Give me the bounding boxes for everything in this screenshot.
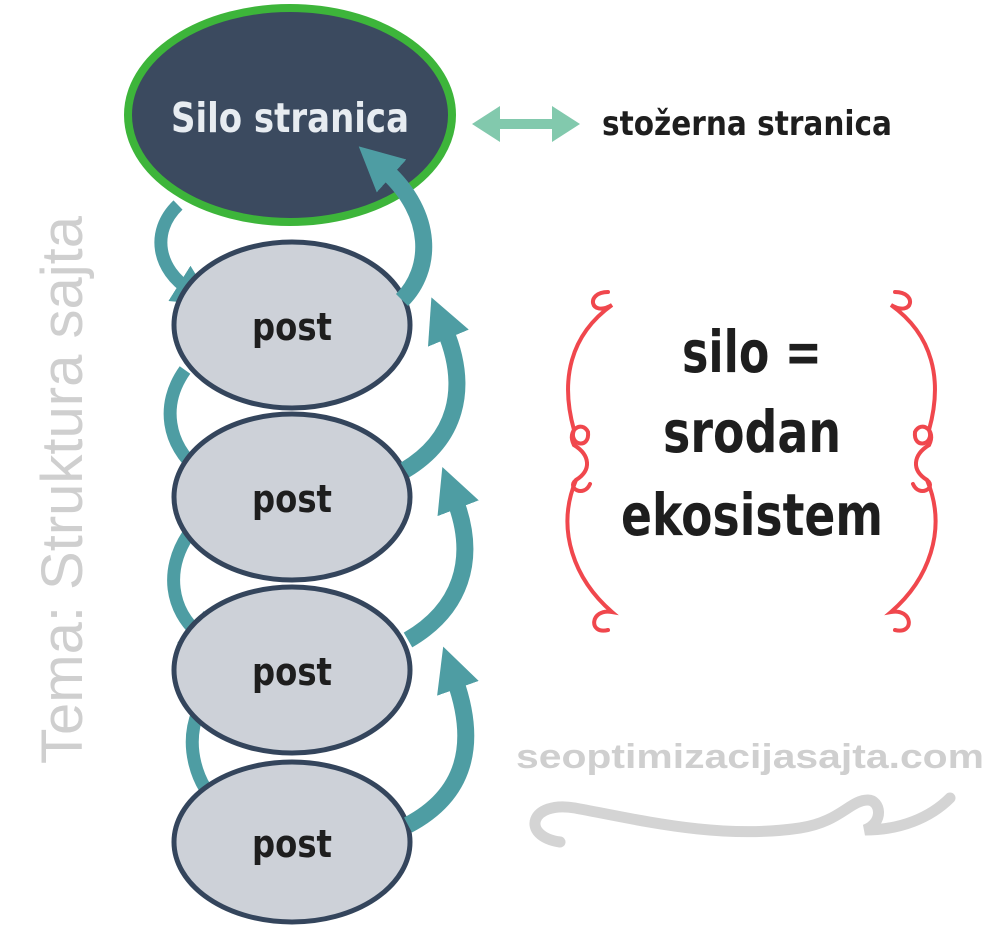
post-node: post <box>171 239 413 411</box>
double-arrow-icon <box>472 106 580 142</box>
watermark-swash <box>529 792 956 848</box>
post-label: post <box>252 650 332 694</box>
definition-line-3: ekosistem <box>621 481 883 549</box>
up-arrow-post-4-to-post-3 <box>403 646 479 833</box>
left-bracket-ornament <box>565 290 619 633</box>
post-label: post <box>252 305 332 349</box>
up-arrow-post-2-to-post-1 <box>400 297 469 478</box>
post-node: post <box>171 584 413 756</box>
up-arrow-post-1-to-silo <box>358 146 433 307</box>
silo-page-label: Silo stranica <box>171 94 409 142</box>
down-arrow-silo-to-post-1 <box>154 200 215 306</box>
up-arrow-post-3-to-post-2 <box>403 466 479 648</box>
definition-line-2: srodan <box>663 398 841 466</box>
post-node: post <box>171 411 413 583</box>
pillar-page-label: stožerna stranica <box>602 104 892 144</box>
post-node: post <box>171 759 413 925</box>
right-bracket-ornament <box>884 290 938 633</box>
post-label: post <box>252 477 332 521</box>
definition-line-1: silo = <box>682 318 822 386</box>
post-label: post <box>252 822 332 866</box>
watermark-url: seoptimizacijasajta.com <box>516 738 984 776</box>
vertical-title: Tema: Struktura sajta <box>30 215 95 764</box>
